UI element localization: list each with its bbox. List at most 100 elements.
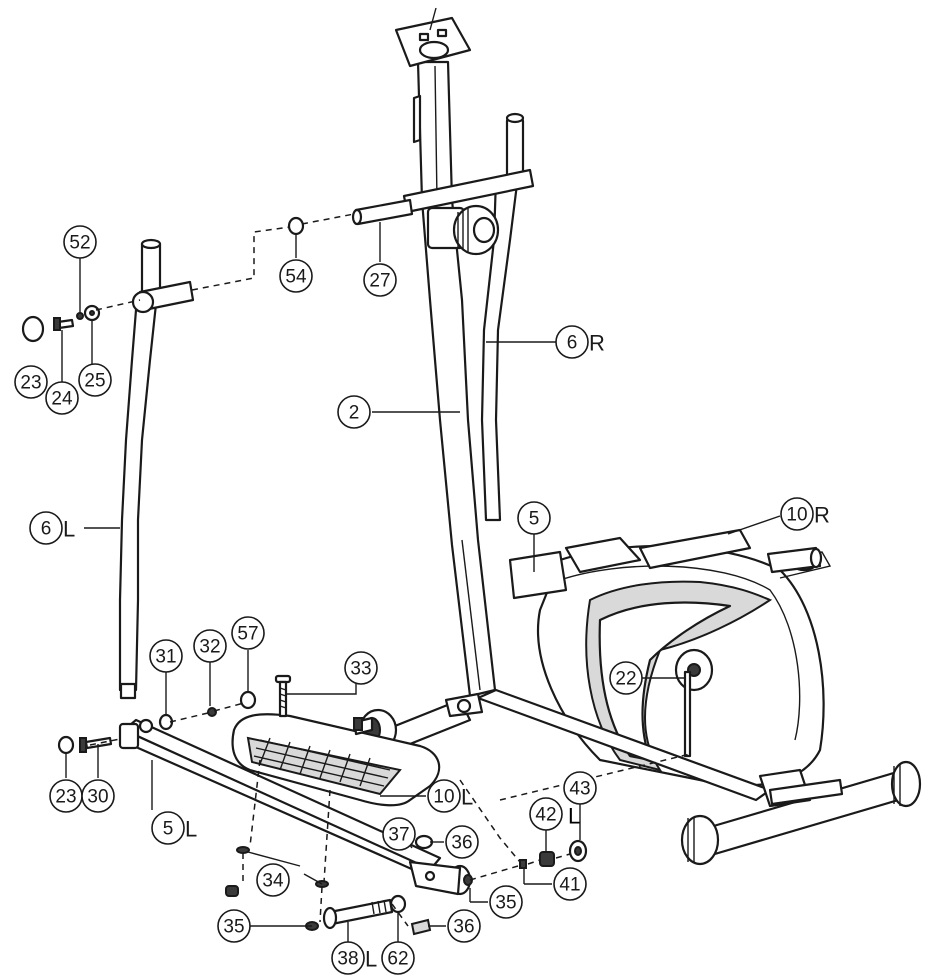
callout-number: 31 — [155, 647, 176, 668]
callout-number: 30 — [87, 787, 108, 808]
callout-34: 34 — [256, 863, 290, 897]
callout-number: 35 — [495, 893, 516, 914]
callout-number: 6 — [567, 333, 578, 354]
callout-24: 24 — [45, 381, 79, 415]
console-mount-plate — [394, 7, 472, 68]
callout-circle — [337, 395, 371, 429]
callout-37: 37 — [382, 817, 416, 851]
washer-54 — [287, 216, 305, 236]
callout-circle — [517, 501, 551, 535]
callout-number: 52 — [69, 233, 90, 254]
callout-side-suffix: L — [63, 517, 75, 542]
callout-circle — [256, 863, 290, 897]
callout-circle — [45, 381, 79, 415]
callout-number: 27 — [369, 271, 390, 292]
callout-circle — [445, 825, 479, 859]
nut-41 — [519, 859, 527, 869]
callout-number: 5 — [163, 819, 174, 840]
callout-number: 25 — [84, 371, 105, 392]
callout-circle — [563, 771, 597, 805]
right-handlebar-arm — [480, 112, 525, 522]
nut-32 — [207, 707, 217, 717]
bushing-43 — [568, 839, 588, 863]
bolt-33 — [274, 674, 363, 731]
callout-number: 43 — [569, 779, 590, 800]
callout-circle — [149, 639, 183, 673]
callout-62: 62 — [381, 941, 415, 975]
bolt-30 — [79, 736, 113, 753]
callout-number: 22 — [615, 669, 636, 690]
washer-57 — [239, 690, 257, 710]
callout-circle — [609, 661, 643, 695]
callout-number: 57 — [237, 624, 258, 645]
callout-number: 62 — [387, 949, 408, 970]
mast-side-bracket — [412, 94, 422, 144]
callout-36-b: 36 — [447, 909, 481, 943]
callout-number: 32 — [199, 637, 220, 658]
callout-circle — [279, 259, 313, 293]
callout-circle — [81, 779, 115, 813]
flywheel-shroud — [536, 528, 832, 787]
callout-circle — [553, 867, 587, 901]
callout-circle — [217, 909, 251, 943]
callout-circle — [231, 616, 265, 650]
callout-circle — [344, 651, 378, 685]
callout-circle — [555, 325, 589, 359]
callout-32: 32 — [193, 629, 227, 663]
callout-side-suffix: R — [814, 503, 830, 528]
callout-number: 54 — [285, 267, 307, 288]
right-handle-crossbar — [351, 168, 535, 226]
callout-31: 31 — [149, 639, 183, 673]
washer-25 — [83, 304, 101, 322]
callout-number: 10 — [433, 787, 454, 808]
callout-number: 2 — [349, 403, 360, 424]
washer-36 — [410, 834, 434, 936]
bolt-24 — [53, 317, 75, 331]
callout-circle — [447, 909, 481, 943]
callout-circle — [78, 363, 112, 397]
callout-circle — [151, 811, 185, 845]
callout-side-suffix: L — [461, 785, 473, 810]
callout-22: 22 — [609, 661, 643, 695]
callout-27: 27 — [363, 263, 397, 297]
callout-circle — [331, 941, 365, 975]
callout-number: 41 — [559, 875, 580, 896]
callout-54: 54 — [279, 259, 313, 293]
callout-38l: 38 L — [331, 941, 377, 975]
callout-side-suffix: R — [589, 331, 605, 356]
rear-stabilizer — [680, 760, 922, 866]
callout-23-a: 23 — [14, 365, 48, 399]
callout-circle — [427, 779, 461, 813]
callout-23-b: 23 — [49, 779, 83, 813]
callout-43: 43 — [563, 771, 597, 805]
label-43-side-l: L — [568, 804, 580, 829]
callout-circle — [193, 629, 227, 663]
callout-5: 5 — [517, 501, 551, 535]
callout-number: 35 — [223, 917, 244, 938]
left-handlebar-arm — [118, 238, 195, 700]
callout-2: 2 — [337, 395, 371, 429]
callout-number: 36 — [453, 917, 474, 938]
callout-circle — [363, 263, 397, 297]
right-pedal-arm — [766, 546, 823, 574]
callout-number: 23 — [55, 787, 76, 808]
callout-52: 52 — [63, 225, 97, 259]
callout-circle — [14, 365, 48, 399]
tension-knob-housing — [426, 204, 500, 256]
axle-38L — [322, 898, 394, 930]
callout-42: 42 — [529, 797, 563, 831]
callout-circle — [382, 817, 416, 851]
callout-33: 33 — [344, 651, 378, 685]
callout-number: 23 — [20, 373, 41, 394]
callout-side-suffix: L — [365, 947, 377, 972]
callout-number: 36 — [451, 833, 472, 854]
end-cap-23-lower — [57, 735, 75, 755]
callout-number: 34 — [262, 871, 284, 892]
callout-number: 10 — [786, 505, 807, 526]
callout-number: 38 — [337, 949, 358, 970]
callout-circle — [489, 885, 523, 919]
